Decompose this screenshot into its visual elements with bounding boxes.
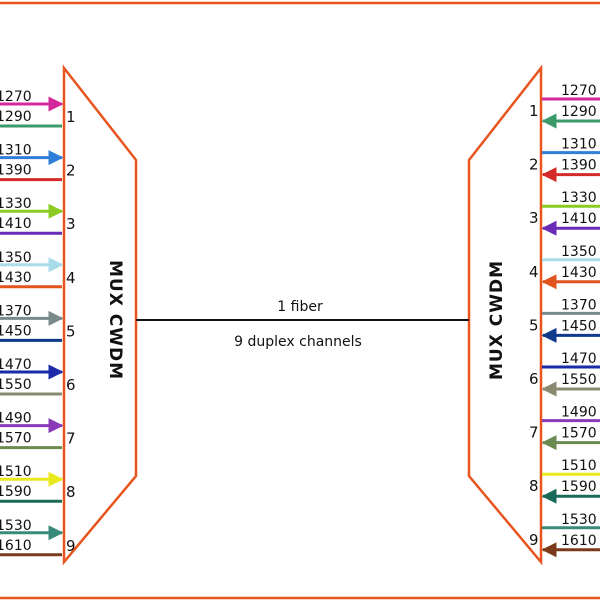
mux-right-label: MUX CWDM <box>487 260 507 380</box>
left-channel-group: 1270 1290 1 1310 1390 2 1330 1410 3 1350 1430 4 1370… <box>0 89 76 557</box>
left-rx-wavelength-4: 1430 <box>0 270 32 286</box>
left-rx-wavelength-6: 1550 <box>0 377 32 393</box>
right-tx-wavelength-4: 1350 <box>561 244 597 260</box>
right-rx-wavelength-1: 1290 <box>561 104 597 120</box>
right-channel-number-7: 7 <box>529 424 539 442</box>
left-tx-wavelength-6: 1470 <box>0 357 32 373</box>
right-channel-number-1: 1 <box>529 102 539 120</box>
left-rx-wavelength-2: 1390 <box>0 163 32 179</box>
right-tx-wavelength-7: 1490 <box>561 405 597 421</box>
right-tx-wavelength-3: 1330 <box>561 190 597 206</box>
right-tx-wavelength-6: 1470 <box>561 351 597 367</box>
left-rx-wavelength-9: 1610 <box>0 538 32 554</box>
channels-label: 9 duplex channels <box>234 334 362 350</box>
left-tx-wavelength-5: 1370 <box>0 303 32 319</box>
right-rx-wavelength-3: 1410 <box>561 211 597 227</box>
left-rx-wavelength-8: 1590 <box>0 484 32 500</box>
left-channel-number-7: 7 <box>66 430 76 448</box>
right-rx-wavelength-4: 1430 <box>561 265 597 281</box>
right-rx-wavelength-2: 1390 <box>561 158 597 174</box>
right-channel-group: 1270 1290 1 1310 1390 2 1330 1410 3 1350 1430 4 1370… <box>529 83 600 558</box>
left-tx-wavelength-4: 1350 <box>0 250 32 266</box>
left-channel-number-5: 5 <box>66 322 76 340</box>
left-channel-number-4: 4 <box>66 269 76 287</box>
left-rx-wavelength-7: 1570 <box>0 431 32 447</box>
right-rx-wavelength-5: 1450 <box>561 318 597 334</box>
right-channel-number-8: 8 <box>529 477 539 495</box>
right-tx-wavelength-2: 1310 <box>561 137 597 153</box>
left-channel-number-3: 3 <box>66 215 76 233</box>
right-channel-number-9: 9 <box>529 531 539 549</box>
right-tx-wavelength-1: 1270 <box>561 83 597 99</box>
right-rx-wavelength-6: 1550 <box>561 372 597 388</box>
left-rx-wavelength-1: 1290 <box>0 109 32 125</box>
mux-left-label: MUX CWDM <box>105 260 125 380</box>
left-channel-number-8: 8 <box>66 483 76 501</box>
fiber-label: 1 fiber <box>277 299 323 315</box>
left-tx-wavelength-7: 1490 <box>0 411 32 427</box>
right-channel-number-3: 3 <box>529 209 539 227</box>
right-rx-wavelength-8: 1590 <box>561 479 597 495</box>
right-channel-number-2: 2 <box>529 156 539 174</box>
left-channel-number-1: 1 <box>66 108 76 126</box>
mux-right-trapezoid <box>467 64 543 566</box>
left-tx-wavelength-3: 1330 <box>0 196 32 212</box>
right-tx-wavelength-8: 1510 <box>561 458 597 474</box>
left-tx-wavelength-1: 1270 <box>0 89 32 105</box>
left-channel-number-2: 2 <box>66 162 76 180</box>
left-rx-wavelength-5: 1450 <box>0 323 32 339</box>
right-rx-wavelength-7: 1570 <box>561 426 597 442</box>
left-tx-wavelength-8: 1510 <box>0 464 32 480</box>
right-channel-number-6: 6 <box>529 370 539 388</box>
right-channel-number-5: 5 <box>529 316 539 334</box>
left-tx-wavelength-2: 1310 <box>0 143 32 159</box>
right-tx-wavelength-5: 1370 <box>561 297 597 313</box>
left-channel-number-9: 9 <box>66 537 76 555</box>
mux-left-trapezoid <box>62 64 138 566</box>
right-tx-wavelength-9: 1530 <box>561 512 597 528</box>
right-rx-wavelength-9: 1610 <box>561 533 597 549</box>
right-channel-number-4: 4 <box>529 263 539 281</box>
left-rx-wavelength-3: 1410 <box>0 216 32 232</box>
left-tx-wavelength-9: 1530 <box>0 518 32 534</box>
left-channel-number-6: 6 <box>66 376 76 394</box>
